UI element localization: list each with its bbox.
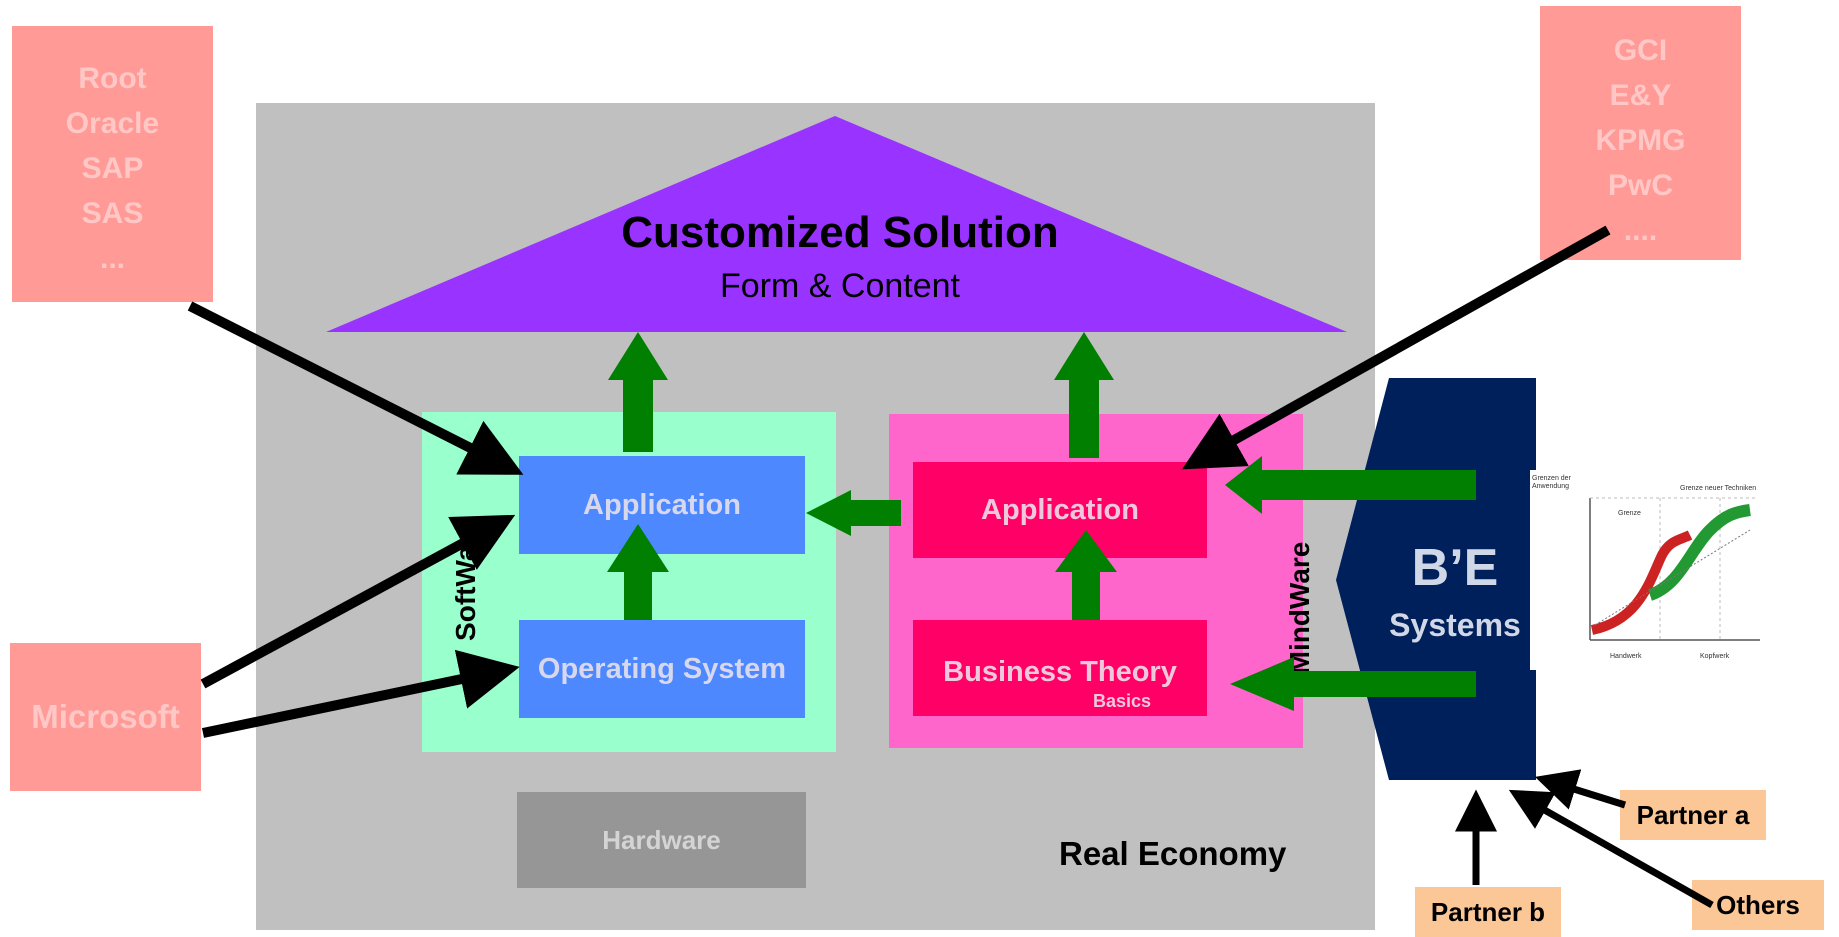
be-systems-subtitle: Systems xyxy=(1389,606,1521,643)
partner-a-box: Partner a xyxy=(1620,790,1766,840)
roof-triangle xyxy=(326,116,1347,332)
vendor-more: ... xyxy=(99,242,125,275)
business-theory-box: Business Theory Basics xyxy=(913,620,1207,716)
arrow-partner-a-to-be xyxy=(1534,769,1627,810)
microsoft-box: Microsoft xyxy=(10,643,201,791)
vendor-ey: E&Y xyxy=(1609,79,1672,112)
arrow-mindware-to-roof xyxy=(1054,332,1114,458)
arrow-others-to-be xyxy=(1508,789,1714,909)
arrow-mindware-to-software xyxy=(806,490,901,536)
vendor-kpmg: KPMG xyxy=(1595,124,1686,157)
svg-text:Kopfwerk: Kopfwerk xyxy=(1700,653,1730,660)
software-application-box: Application xyxy=(519,456,805,554)
arrow-be-to-theory xyxy=(1230,657,1476,711)
roof-title: Customized Solution xyxy=(621,208,1059,257)
vendor-sap: SAP xyxy=(81,152,144,185)
mindware-application-box: Application xyxy=(913,462,1207,558)
real-economy-label: Real Economy xyxy=(1059,835,1287,872)
svg-text:Grenzen der: Grenzen der xyxy=(1532,475,1572,482)
operating-system-box: Operating System xyxy=(519,620,805,718)
business-theory-label: Business Theory xyxy=(943,656,1177,688)
svg-text:Anwendung: Anwendung xyxy=(1532,483,1569,490)
arrow-os-to-application xyxy=(607,524,669,620)
vendor-pwc: PwC xyxy=(1607,169,1673,202)
partner-b-box: Partner b xyxy=(1415,887,1561,937)
vendor-sas: SAS xyxy=(81,197,144,230)
svg-text:Grenze neuer Techniken: Grenze neuer Techniken xyxy=(1680,485,1756,492)
arrow-microsoft-to-application xyxy=(200,514,516,689)
vendor-root: Root xyxy=(78,62,147,95)
vendors-right-box: GCI E&Y KPMG PwC .... xyxy=(1540,6,1741,260)
be-systems-title: B’E xyxy=(1411,539,1499,597)
roof-subtitle: Form & Content xyxy=(720,266,960,305)
vendor-gci: GCI xyxy=(1613,34,1668,67)
arrow-vendors-to-application xyxy=(187,301,524,475)
vendors-left-box: Root Oracle SAP SAS ... xyxy=(12,26,213,302)
vendor-oracle: Oracle xyxy=(65,107,160,140)
arrow-consultants-to-application xyxy=(1181,225,1611,470)
svg-text:Handwerk: Handwerk xyxy=(1610,653,1642,660)
arrow-microsoft-to-os xyxy=(201,649,520,738)
arrow-be-to-application xyxy=(1225,456,1476,514)
others-box: Others xyxy=(1692,880,1824,930)
arrow-software-to-roof xyxy=(608,332,668,452)
svg-text:Grenze: Grenze xyxy=(1618,510,1641,517)
vendor-more-right: .... xyxy=(1623,214,1658,247)
s-curve-graph-image: Grenzen der Anwendung Grenze Grenze neue… xyxy=(1530,470,1770,670)
business-theory-basics: Basics xyxy=(1093,691,1152,711)
hardware-box: Hardware xyxy=(517,792,806,888)
arrow-theory-to-application xyxy=(1055,530,1117,620)
